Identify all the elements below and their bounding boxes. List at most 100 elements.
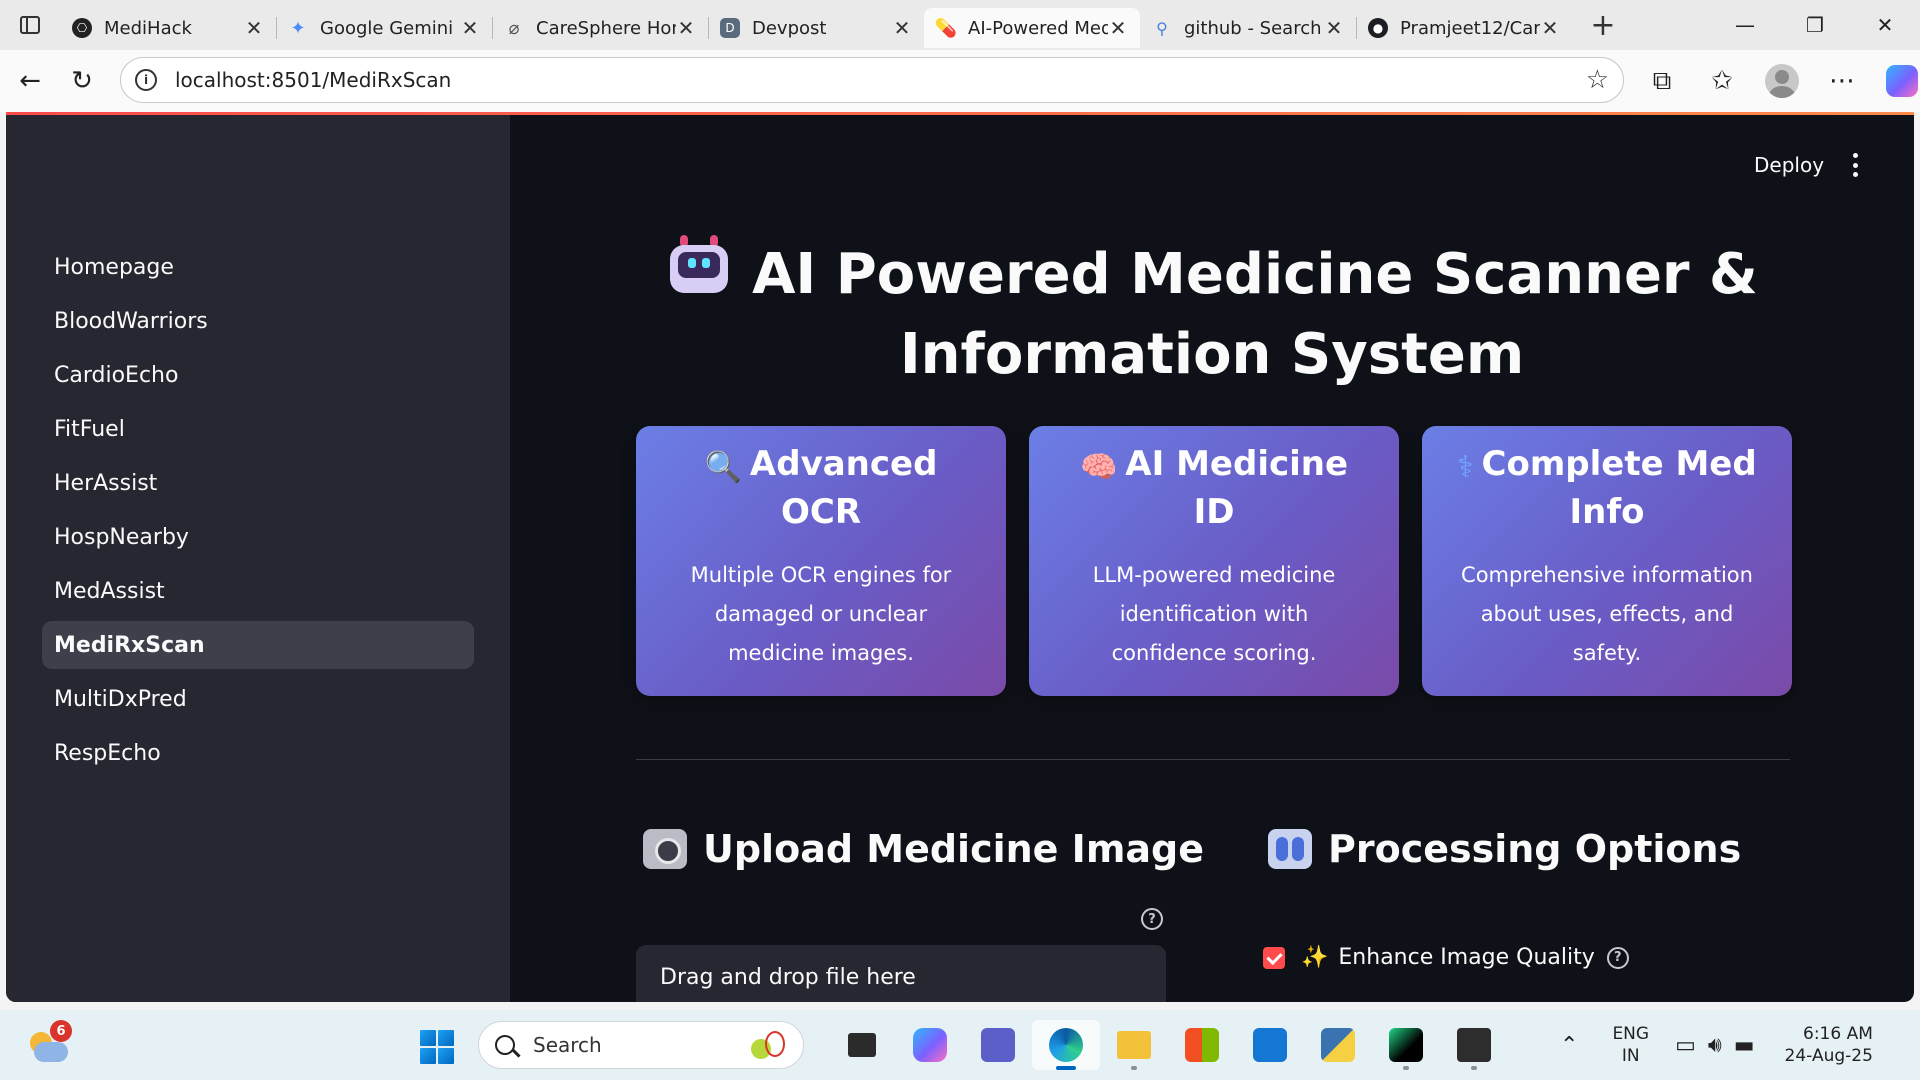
sidebar-item-label: Homepage [54, 254, 174, 280]
sidebar-item-label: RespEcho [54, 740, 161, 766]
back-button[interactable]: ← [19, 66, 41, 96]
openai-icon: ⎔ [72, 18, 92, 38]
pill-icon: 💊 [934, 17, 958, 39]
sidebar-item-label: CardioEcho [54, 362, 179, 388]
sidebar-item-multidxpred[interactable]: MultiDxPred [42, 675, 474, 723]
sidebar-item-label: HerAssist [54, 470, 158, 496]
camera-icon [643, 829, 687, 869]
battery-icon: ▬ [1733, 1032, 1755, 1058]
tab-label: Google Gemini [320, 17, 454, 39]
window-controls: — ❐ ✕ [1710, 0, 1920, 50]
system-icons[interactable]: ▭ 🔊︎ ▬ [1675, 1033, 1754, 1058]
close-tab-icon[interactable]: ✕ [461, 16, 479, 40]
favorite-star-icon[interactable]: ☆ [1585, 65, 1609, 95]
copilot-app-button[interactable] [896, 1020, 964, 1070]
show-hidden-icons-button[interactable]: ⌃ [1560, 1032, 1579, 1058]
close-tab-icon[interactable]: ✕ [1541, 16, 1559, 40]
upload-section-heading: Upload Medicine Image [643, 827, 1204, 871]
robot-icon [666, 235, 732, 301]
profile-button[interactable] [1752, 59, 1812, 103]
sidebar-item-label: MediRxScan [54, 632, 205, 658]
minimize-button[interactable]: — [1735, 13, 1755, 37]
page-title-line1: AI Powered Medicine Scanner & [752, 242, 1758, 307]
more-options-icon[interactable]: ⋯ [1829, 66, 1855, 96]
pycharm-app-button[interactable] [1372, 1020, 1440, 1070]
url-text[interactable]: localhost:8501/MediRxScan [175, 68, 452, 92]
tab-actions-menu-button[interactable] [0, 0, 60, 50]
browser-tab-ai-powered[interactable]: 💊 AI-Powered Medi ✕ [924, 8, 1140, 48]
page-title: AI Powered Medicine Scanner & Informatio… [630, 235, 1794, 395]
enhance-quality-label: Enhance Image Quality [1338, 945, 1595, 970]
store-app-button[interactable] [1168, 1020, 1236, 1070]
close-tab-icon[interactable]: ✕ [1109, 16, 1127, 40]
task-view-button[interactable] [828, 1020, 896, 1070]
enhance-quality-checkbox[interactable] [1263, 946, 1285, 969]
close-tab-icon[interactable]: ✕ [245, 16, 263, 40]
restore-button[interactable]: ❐ [1806, 13, 1824, 37]
clock[interactable]: 6:16 AM 24-Aug-25 [1784, 1024, 1873, 1066]
address-bar[interactable]: i localhost:8501/MediRxScan ☆ [120, 57, 1624, 103]
upload-help-icon[interactable]: ? [1141, 908, 1163, 930]
weather-widget[interactable]: 6 [28, 1020, 72, 1066]
new-tab-button[interactable]: + [1590, 7, 1616, 43]
enhance-help-icon[interactable]: ? [1606, 946, 1629, 969]
main-content: Deploy AI Powered Medicine Scanner & Inf… [510, 115, 1914, 1002]
network-icon: ▭ [1675, 1032, 1696, 1058]
app-viewport: Homepage BloodWarriors CardioEcho FitFue… [6, 112, 1914, 1002]
sidebar-item-herassist[interactable]: HerAssist [42, 459, 474, 507]
taskbar-search[interactable]: Search [478, 1021, 804, 1069]
sidebar-item-cardioecho[interactable]: CardioEcho [42, 351, 474, 399]
sidebar-item-homepage[interactable]: Homepage [42, 243, 474, 291]
language-indicator[interactable]: ENG IN [1612, 1024, 1650, 1066]
enhance-quality-option[interactable]: ✨ Enhance Image Quality ? [1263, 945, 1629, 970]
sidebar-item-hospnearby[interactable]: HospNearby [42, 513, 474, 561]
sidebar-item-medirxscan[interactable]: MediRxScan [42, 621, 474, 669]
close-tab-icon[interactable]: ✕ [893, 16, 911, 40]
teams-app-button[interactable] [964, 1020, 1032, 1070]
close-tab-icon[interactable]: ✕ [1325, 16, 1343, 40]
browser-tab-medihack[interactable]: ⎔ MediHack ✕ [60, 8, 276, 48]
sidebar-item-respecho[interactable]: RespEcho [42, 729, 474, 777]
site-info-icon[interactable]: i [135, 69, 157, 91]
start-button[interactable] [420, 1030, 454, 1064]
edge-app-button[interactable] [1032, 1020, 1100, 1070]
copilot-button[interactable] [1872, 59, 1920, 103]
file-dropzone[interactable]: Drag and drop file here [636, 945, 1166, 1002]
taskbar-search-text: Search [533, 1033, 602, 1057]
sidebar-item-medassist[interactable]: MedAssist [42, 567, 474, 615]
sidebar-item-fitfuel[interactable]: FitFuel [42, 405, 474, 453]
close-tab-icon[interactable]: ✕ [677, 16, 695, 40]
github-icon: ● [1368, 18, 1388, 38]
browser-tab-gemini[interactable]: ✦ Google Gemini ✕ [276, 8, 492, 48]
refresh-button[interactable]: ↻ [71, 66, 93, 96]
close-window-button[interactable]: ✕ [1876, 13, 1894, 37]
browser-tab-caresphere[interactable]: ⌀ CareSphere Hom ✕ [492, 8, 708, 48]
python-app-button[interactable] [1304, 1020, 1372, 1070]
file-explorer-button[interactable] [1100, 1020, 1168, 1070]
pycharm-icon [1389, 1028, 1423, 1062]
favorites-icon[interactable]: ✩ [1711, 66, 1733, 96]
folder-icon [1117, 1031, 1151, 1059]
deploy-button[interactable]: Deploy [1754, 153, 1825, 177]
pinned-apps [828, 1020, 1508, 1070]
search-icon [495, 1035, 515, 1055]
terminal-app-button[interactable] [1440, 1020, 1508, 1070]
sidebar-item-label: MedAssist [54, 578, 165, 604]
tab-label: Pramjeet12/Car [1400, 17, 1540, 39]
main-menu-icon[interactable] [1850, 153, 1860, 177]
sidebar-item-bloodwarriors[interactable]: BloodWarriors [42, 297, 474, 345]
toolbar-right: ⧉ ✩ ⋯ [1632, 50, 1920, 112]
sidebar: Homepage BloodWarriors CardioEcho FitFue… [6, 115, 510, 1002]
vscode-app-button[interactable] [1236, 1020, 1304, 1070]
extensions-icon[interactable]: ⧉ [1652, 65, 1672, 96]
processing-section-heading: Processing Options [1268, 827, 1741, 871]
browser-tab-devpost[interactable]: D Devpost ✕ [708, 8, 924, 48]
browser-tab-github-search[interactable]: ⚲ github - Search ✕ [1140, 8, 1356, 48]
browser-tab-github-repo[interactable]: ● Pramjeet12/Car ✕ [1356, 8, 1572, 48]
